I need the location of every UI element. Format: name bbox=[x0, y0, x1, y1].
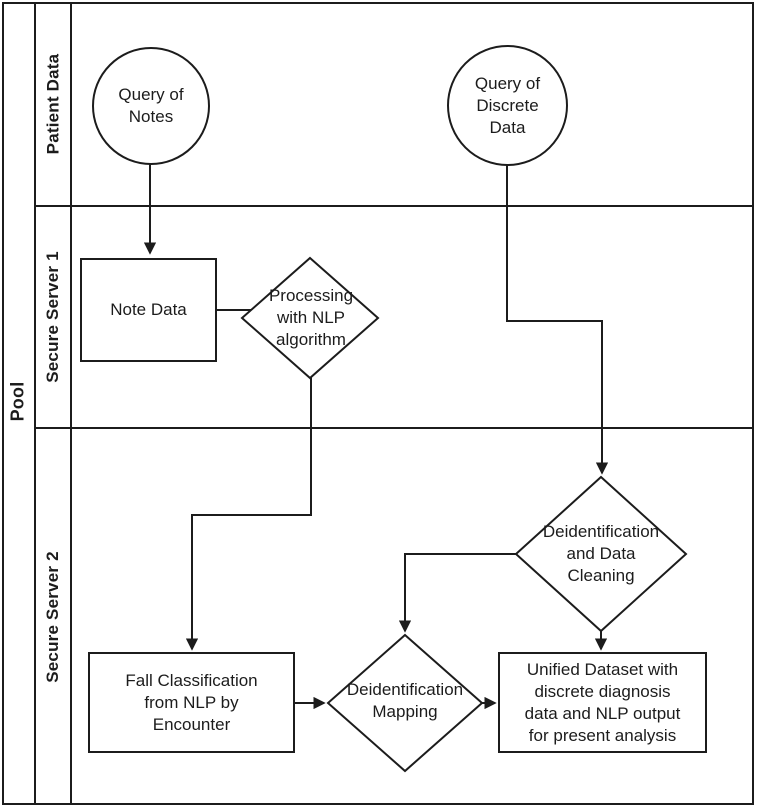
start-event-query-notes-label: Query of Notes bbox=[118, 85, 184, 126]
gateway-deident-cleaning-label: Deidentification and Data Cleaning bbox=[542, 522, 660, 585]
task-note-data-label: Note Data bbox=[110, 300, 187, 319]
task-unified-dataset-label: Unified Dataset with discrete diagnosis … bbox=[524, 659, 681, 745]
gateway-deident-mapping-shape bbox=[326, 633, 484, 773]
task-fall-classification: Fall Classification from NLP by Encounte… bbox=[88, 652, 295, 753]
start-event-query-notes: Query of Notes bbox=[92, 47, 210, 165]
task-note-data: Note Data bbox=[80, 258, 217, 362]
gateway-processing-nlp-shape bbox=[240, 256, 380, 380]
start-event-query-discrete-data: Query of Discrete Data bbox=[447, 45, 568, 166]
pool-title-divider bbox=[34, 2, 36, 805]
lane-divider-ss1-ss2 bbox=[35, 427, 754, 429]
connector-cleaning-to-mapping bbox=[398, 553, 516, 633]
gateway-deident-cleaning-shape bbox=[514, 475, 688, 633]
lane-label-divider bbox=[70, 2, 72, 805]
gateway-deident-mapping-label: Deidentification Mapping bbox=[346, 680, 464, 721]
connector-query-discrete-to-cleaning bbox=[506, 164, 609, 475]
connector-processing-to-fall-classification bbox=[185, 377, 312, 651]
task-fall-classification-label: Fall Classification from NLP by Encounte… bbox=[125, 670, 258, 734]
start-event-query-discrete-data-label: Query of Discrete Data bbox=[474, 73, 541, 137]
task-unified-dataset: Unified Dataset with discrete diagnosis … bbox=[498, 652, 707, 753]
gateway-processing-nlp-label: Processing with NLP algorithm bbox=[268, 286, 354, 349]
lane-divider-patient-ss1 bbox=[35, 205, 754, 207]
